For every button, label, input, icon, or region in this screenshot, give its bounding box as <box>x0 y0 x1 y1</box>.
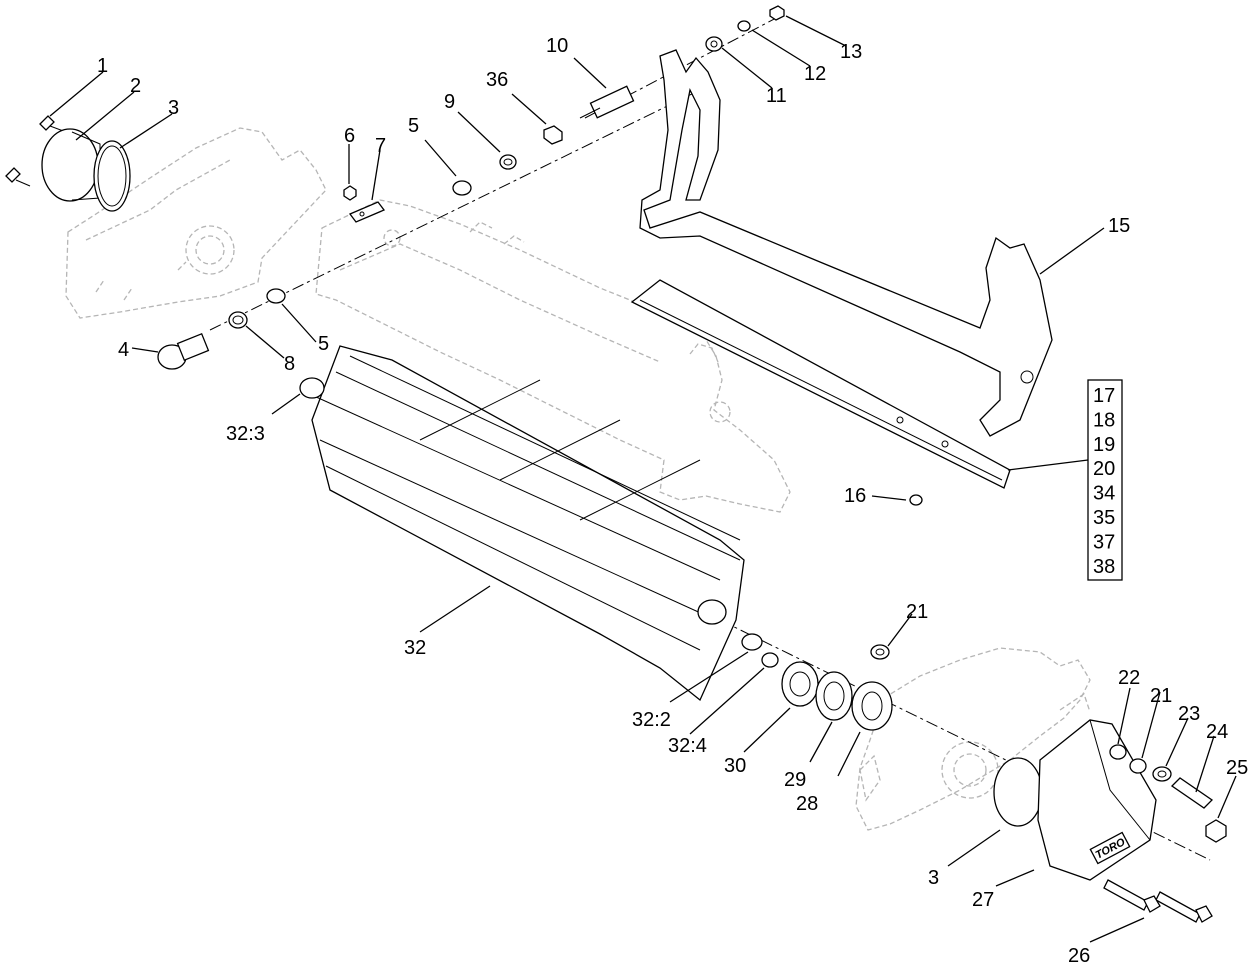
seal-3-left <box>93 140 131 212</box>
kit-list-item: 19 <box>1093 434 1115 456</box>
kit-list-item: 20 <box>1093 458 1115 480</box>
callout-32-4: 32:4 <box>668 735 707 757</box>
callout-11: 11 <box>766 85 787 107</box>
bedknife-17 <box>630 279 1011 489</box>
callout-32-3: 32:3 <box>226 423 265 445</box>
callout-4: 4 <box>118 339 129 361</box>
seal-30 <box>781 661 819 707</box>
callout-6: 6 <box>344 125 355 147</box>
callout-labels: 1 2 3 4 5 5 6 7 8 9 10 11 12 13 15 16 36… <box>97 35 1248 967</box>
bushing-5-lower <box>266 288 286 304</box>
plate-7 <box>348 201 386 223</box>
callout-25: 25 <box>1226 757 1248 779</box>
center-frame-ghost <box>315 199 791 513</box>
bearing-29 <box>815 671 853 721</box>
kit-list-item: 37 <box>1093 531 1115 553</box>
callout-2: 2 <box>130 75 141 97</box>
callout-28: 28 <box>796 793 818 815</box>
left-side-plate-ghost <box>65 127 327 319</box>
callout-23: 23 <box>1178 703 1200 725</box>
washer-21-lower <box>1129 758 1147 774</box>
callout-16: 16 <box>844 485 866 507</box>
gear-4 <box>157 332 210 370</box>
callout-29: 29 <box>784 769 806 791</box>
callout-5: 5 <box>408 115 419 137</box>
washer-23 <box>1152 766 1172 782</box>
frame-15 <box>639 49 1053 437</box>
washer-11 <box>705 36 723 52</box>
nut-25 <box>1205 819 1227 843</box>
bolt-1 <box>39 115 67 133</box>
bolt-26-upper <box>1155 891 1213 923</box>
right-side-plate-ghost <box>855 647 1091 831</box>
reel-32 <box>311 345 745 702</box>
callout-7: 7 <box>375 135 386 157</box>
callout-30: 30 <box>724 755 746 777</box>
left-axis-centerline <box>209 89 701 331</box>
callout-3: 3 <box>168 97 179 119</box>
nut-36 <box>543 125 563 145</box>
lockwasher-12 <box>737 20 751 32</box>
shield-2 <box>41 128 101 202</box>
bolt-1-lower <box>5 167 31 187</box>
ring-32-4 <box>761 652 779 668</box>
callout-36: 36 <box>486 69 508 91</box>
callout-27: 27 <box>972 889 994 911</box>
stud-24 <box>1170 777 1214 809</box>
bearing-32-3 <box>299 377 325 399</box>
nut-13 <box>769 5 785 21</box>
cover-27: TORO <box>1037 719 1157 881</box>
callout-26: 26 <box>1068 945 1090 967</box>
kit-list-item: 35 <box>1093 507 1115 529</box>
callout-21: 21 <box>1150 685 1172 707</box>
bearing-28 <box>851 681 893 731</box>
kit-list-item: 34 <box>1093 483 1115 505</box>
callout-9: 9 <box>444 91 455 113</box>
callout-32: 32 <box>404 637 426 659</box>
seal-3-right <box>993 757 1043 827</box>
callout-15: 15 <box>1108 215 1130 237</box>
kit-list-item: 38 <box>1093 556 1115 578</box>
callout-10: 10 <box>546 35 568 57</box>
callout-13: 13 <box>840 41 862 63</box>
kit-list-item: 17 <box>1093 385 1115 407</box>
seal-8 <box>228 311 248 329</box>
leader-lines <box>49 15 1237 943</box>
washer-21-upper <box>870 644 890 660</box>
callout-12: 12 <box>804 63 826 85</box>
callout-22: 22 <box>1118 667 1140 689</box>
callout-5: 5 <box>318 333 329 355</box>
callout-8: 8 <box>284 353 295 375</box>
stud-10 <box>579 85 635 119</box>
bushing-22 <box>1109 744 1127 760</box>
callout-24: 24 <box>1206 721 1228 743</box>
bearing-32-2 <box>741 633 763 651</box>
kit-list-item: 18 <box>1093 409 1115 431</box>
callout-32-2: 32:2 <box>632 709 671 731</box>
bolt-26-lower <box>1103 879 1161 913</box>
bolt-6 <box>343 185 357 201</box>
callout-21: 21 <box>906 601 928 623</box>
callout-3: 3 <box>928 867 939 889</box>
screw-16 <box>909 494 923 506</box>
washer-9 <box>499 154 517 170</box>
bushing-5-upper <box>452 180 472 196</box>
callout-1: 1 <box>97 55 108 77</box>
